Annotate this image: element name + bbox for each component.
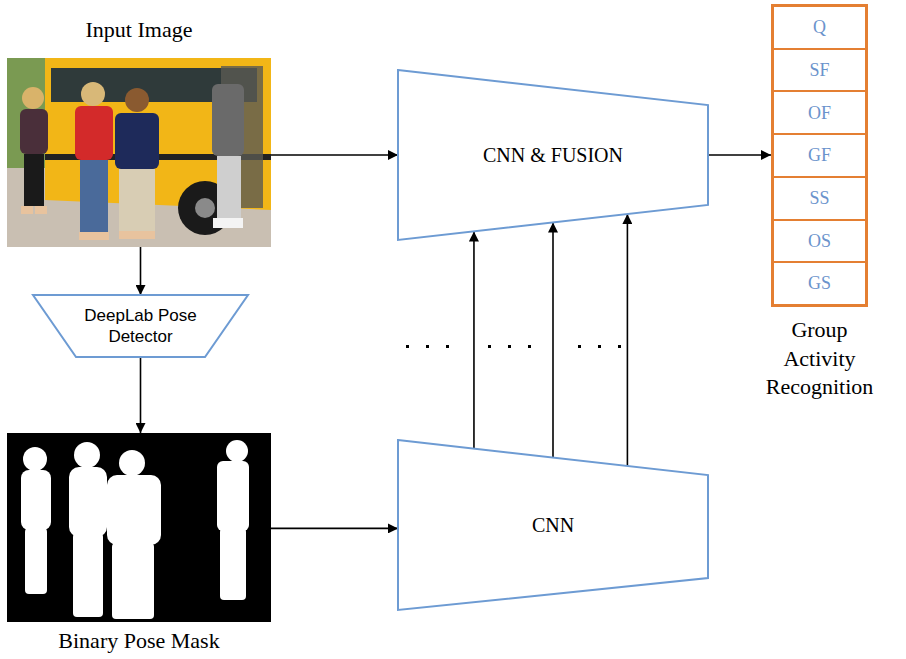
class-label: GS xyxy=(808,272,831,295)
arrow-connector xyxy=(140,247,142,295)
class-label: OS xyxy=(808,230,831,253)
input-photo xyxy=(7,58,271,247)
arrow-connector xyxy=(473,231,475,448)
class-label: SS xyxy=(809,187,829,210)
ellipsis-dots xyxy=(406,345,621,348)
class-label: SF xyxy=(809,59,829,82)
class-cell: GF xyxy=(774,135,865,178)
node-label: DeepLab Pose Detector xyxy=(77,305,204,348)
pose-mask-image xyxy=(7,433,271,622)
class-cell: SF xyxy=(774,50,865,93)
arrow-connector xyxy=(271,528,398,530)
pose-detector: DeepLab Pose Detector xyxy=(33,295,248,357)
class-cell: GS xyxy=(774,263,865,304)
class-label: Q xyxy=(813,16,826,39)
class-cell: SS xyxy=(774,178,865,221)
arrow-connector xyxy=(552,222,554,457)
class-cell: OS xyxy=(774,221,865,264)
node-label: Binary Pose Mask xyxy=(58,627,219,655)
arrow-connector xyxy=(708,154,771,156)
node-label: Input Image xyxy=(86,16,193,44)
image-node: Input Image xyxy=(7,16,271,247)
trapezoid-outline xyxy=(33,295,248,357)
arrow-connector xyxy=(140,357,142,433)
class-label: OF xyxy=(808,102,831,125)
cnn-network: CNN xyxy=(398,440,708,610)
output-caption: Group Activity Recognition xyxy=(757,316,883,402)
class-label: GF xyxy=(808,144,831,167)
arrow-connector xyxy=(271,154,398,156)
class-cell: OF xyxy=(774,92,865,135)
arrow-connector xyxy=(627,214,629,466)
node-label: CNN & FUSION xyxy=(483,143,623,168)
node-label: CNN xyxy=(532,513,574,538)
fusion-network: CNN & FUSION xyxy=(398,70,708,240)
mask-node: Binary Pose Mask xyxy=(7,433,271,654)
output-vector: Group Activity RecognitionQSFOFGFSSOSGS xyxy=(771,4,868,307)
class-cell: Q xyxy=(774,7,865,50)
